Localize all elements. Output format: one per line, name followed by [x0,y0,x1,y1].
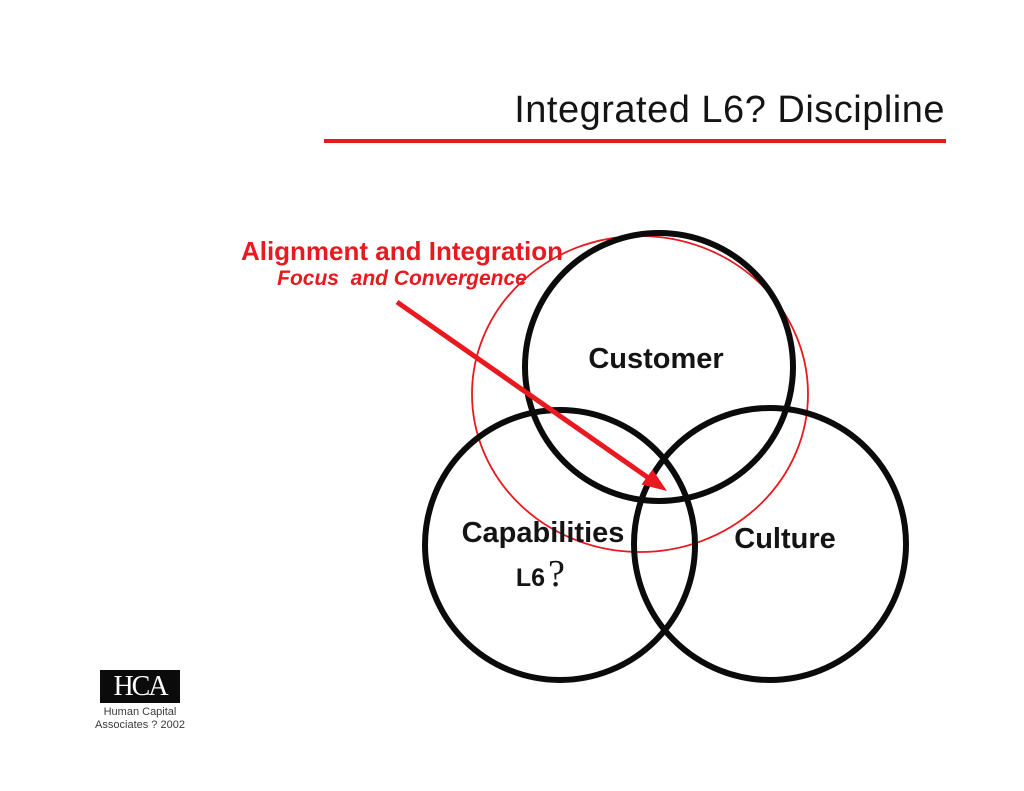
annotation-heading: Alignment and Integration [240,236,564,266]
annotation-block: Alignment and Integration Focus and Conv… [228,237,576,290]
annotation-arrow [395,299,667,491]
logo-caption-line2: Associates ? 2002 [95,718,185,731]
slide-title: Integrated L6? Discipline [514,89,945,131]
capabilities-sublabel-symbol: ? [548,553,565,595]
culture-label: Culture [734,523,836,555]
annotation-arrow-head [641,469,667,491]
hca-logo-acronym: HCA [113,671,168,702]
customer-circle [522,230,796,504]
annotation-arrow-shaft [395,299,652,482]
hca-logo: HCA [100,670,180,703]
capabilities-circle [422,407,698,683]
logo-caption-line1: Human Capital [103,706,177,718]
culture-circle [631,405,909,683]
company-logo-block: HCA Human Capital Associates ? 2002 [84,670,196,731]
capabilities-sublabel-prefix: L6 [516,564,545,592]
title-underline [324,139,946,143]
customer-label: Customer [588,343,723,375]
annotation-subheading: Focus and Convergence [277,267,527,290]
capabilities-label: Capabilities [462,517,625,549]
